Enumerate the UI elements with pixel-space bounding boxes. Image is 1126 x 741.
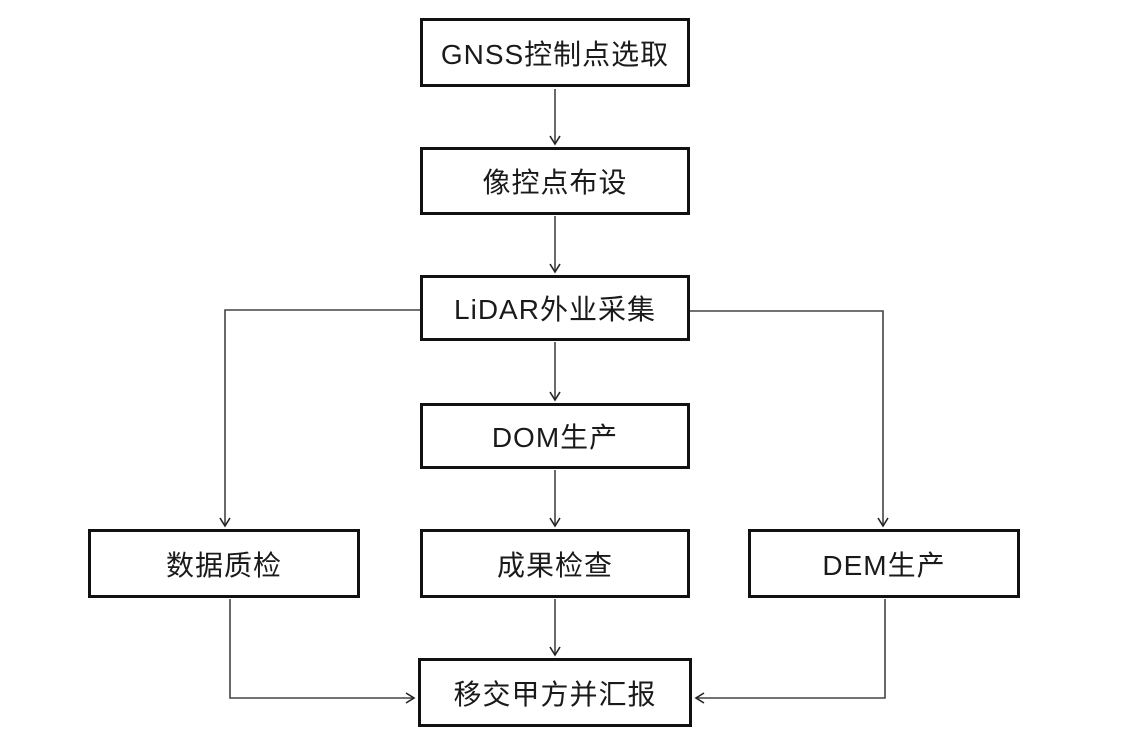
node-label: 移交甲方并汇报 [453,678,657,710]
node-dom-production: DOM生产 [420,403,690,469]
node-label: 数据质检 [165,549,282,581]
node-data-quality-check: 数据质检 [88,529,360,598]
node-label: DEM生产 [822,549,946,581]
node-image-control-point-layout: 像控点布设 [420,147,690,215]
node-handover-and-report: 移交甲方并汇报 [418,658,692,727]
node-label: 成果检查 [496,549,613,581]
edge-qc-to-handover [229,599,416,704]
edge-lidar-to-qc [219,309,420,528]
node-lidar-field-collection: LiDAR外业采集 [420,275,690,341]
edge-lidar-to-dem [690,310,889,528]
node-dem-production: DEM生产 [748,529,1020,598]
node-label: GNSS控制点选取 [440,38,670,70]
node-label: 像控点布设 [482,167,628,198]
node-result-inspection: 成果检查 [420,529,690,598]
node-label: LiDAR外业采集 [454,294,656,325]
node-gnss-control-point-selection: GNSS控制点选取 [420,18,690,87]
node-label: DOM生产 [491,422,619,453]
edge-dem-to-handover [694,599,886,704]
